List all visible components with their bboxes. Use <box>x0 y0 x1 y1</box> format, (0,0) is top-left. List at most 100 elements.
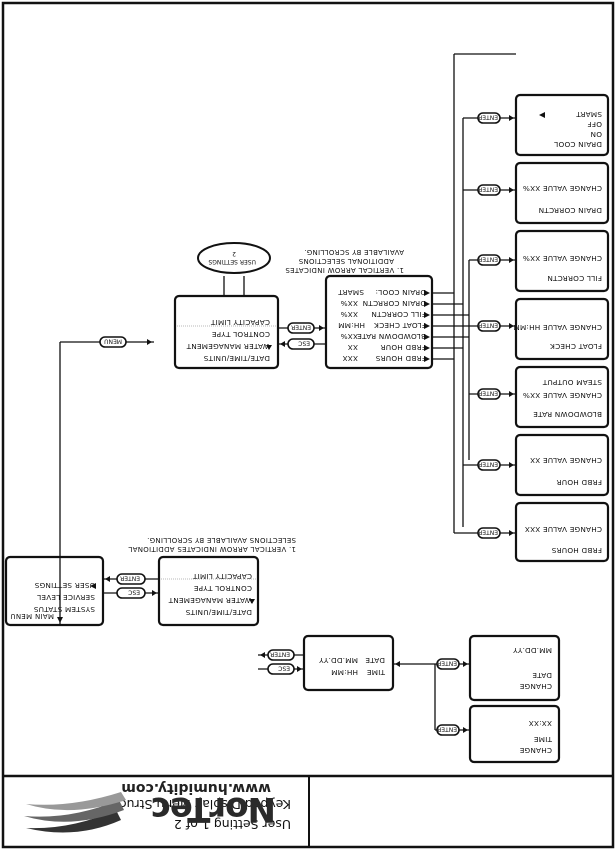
wm-value-blowdown-rate: XX% <box>340 332 358 341</box>
header: User Setting 1 of 2 Keypad Display Menu … <box>3 774 613 847</box>
svg-text:ENTER: ENTER <box>437 726 457 733</box>
user-settings-item-water-management: WATER MANAGEMENT <box>168 596 252 605</box>
header-title: User Setting 1 of 2 <box>174 817 291 832</box>
enter-button[interactable]: ENTER <box>477 184 501 196</box>
svg-text:FRBD HOUR: FRBD HOUR <box>556 478 602 487</box>
svg-text:USER SETTINGS: USER SETTINGS <box>208 258 256 265</box>
svg-text:ENTER: ENTER <box>478 390 498 397</box>
change-date-box: CHANGE DATE MM.DD.YY <box>468 634 561 702</box>
svg-text:ESC: ESC <box>298 340 310 347</box>
arrow-right-icon <box>395 661 400 667</box>
enter-button[interactable]: ENTER <box>477 254 501 266</box>
svg-text:ENTER: ENTER <box>437 660 457 667</box>
enter-button[interactable]: ENTER <box>436 658 460 670</box>
user-settings-2-item-water-management: WATER MANAGEMENT <box>186 342 270 351</box>
wm-value-drain-cool: SMART <box>338 288 364 297</box>
svg-text:CHANGE VALUE XX%: CHANGE VALUE XX% <box>523 184 602 193</box>
svg-text:ENTER: ENTER <box>478 114 498 121</box>
wm-note-3: AVAILABLE BY SCROLLING. <box>304 248 404 256</box>
svg-text:ESC: ESC <box>278 665 290 672</box>
wm-value-frbd-hour: XX <box>348 343 358 352</box>
wm-item-blowdown-rate: BLOWDOWN RATE <box>357 332 426 341</box>
user-settings-2-box: DATE/TIME/UNITS WATER MANAGEMENT CONTROL… <box>173 294 280 370</box>
swoosh-logo-icon <box>24 792 126 833</box>
arrow-left-icon <box>319 325 324 331</box>
svg-text:CHANGE VALUE HH:MM: CHANGE VALUE HH:MM <box>513 323 602 332</box>
scroll-arrow-icon <box>266 345 272 350</box>
enter-button[interactable]: ENTER <box>436 724 460 736</box>
header-subtitle: Keypad Display Menu Structure <box>94 797 291 812</box>
water-management-box: FRBD HOURS XXX FRBD HOUR XX BLOWDOWN RAT… <box>324 274 434 370</box>
arrow-right-icon <box>280 341 285 347</box>
menu-button[interactable]: MENU <box>99 336 127 348</box>
enter-button[interactable]: ENTER <box>287 322 315 334</box>
svg-text:CHANGE VALUE XX%: CHANGE VALUE XX% <box>523 391 602 400</box>
svg-text:DRAIN COOL: DRAIN COOL <box>553 140 602 149</box>
arrow-left-icon <box>463 727 468 733</box>
svg-text:FILL CORRCTN: FILL CORRCTN <box>547 274 602 283</box>
svg-text:ENTER: ENTER <box>478 186 498 193</box>
svg-text:OFF: OFF <box>587 120 602 129</box>
option-box-float-check: FLOAT CHECK CHANGE VALUE HH:MM <box>513 297 610 361</box>
wm-item-drain-corrctn: DRAIN CORRCTN <box>362 299 426 308</box>
svg-text:CHANGE VALUE XX: CHANGE VALUE XX <box>530 456 602 465</box>
esc-button[interactable]: ESC <box>116 587 146 599</box>
arrow-right-icon <box>260 652 265 658</box>
option-box-drain-corrctn: DRAIN CORRCTN CHANGE VALUE XX% <box>514 161 610 225</box>
date-time-box: TIME HH:MM DATE MM.DD.YY <box>302 634 395 692</box>
wm-value-fill-corrctn: XX% <box>340 310 358 319</box>
arrow-left-icon <box>463 661 468 667</box>
enter-button[interactable]: ENTER <box>116 573 146 585</box>
wm-item-frbd-hours: FRBD HOURS <box>375 354 426 363</box>
arrow-down-icon <box>57 617 63 623</box>
wm-value-frbd-hours: XXX <box>342 354 358 363</box>
change-date-label: CHANGE <box>519 682 552 691</box>
user-settings-item-control-type: CONTROL TYPE <box>194 584 252 593</box>
enter-button[interactable]: ENTER <box>267 649 295 661</box>
wm-item-float-check: FLOAT CHECK <box>374 321 426 330</box>
wm-item-fill-corrctn: FILL CORRCTN <box>371 310 426 319</box>
wm-note-1: 1. VERTICAL ARROW INDICATES <box>285 266 404 274</box>
selection-arrow-icon <box>90 583 96 589</box>
change-time-field: TIME <box>533 735 553 744</box>
esc-button[interactable]: ESC <box>267 663 295 675</box>
enter-button[interactable]: ENTER <box>477 459 501 471</box>
main-menu-item-user-settings: USER SETTINGS <box>34 581 95 590</box>
svg-text:2: 2 <box>232 250 236 257</box>
enter-button[interactable]: ENTER <box>477 112 501 124</box>
change-time-value: XX:XX <box>529 719 552 728</box>
brand-url: www.humidity.com <box>121 780 271 796</box>
svg-text:ENTER: ENTER <box>478 256 498 263</box>
change-date-field: DATE <box>532 671 552 680</box>
svg-text:ON: ON <box>590 130 602 139</box>
esc-button[interactable]: ESC <box>287 338 315 350</box>
option-box-frbd-hours: FRBD HOURS CHANGE VALUE XXX <box>514 501 610 563</box>
wm-item-frbd-hour: FRBD HOUR <box>380 343 426 352</box>
arrow-left-icon <box>152 590 157 596</box>
scroll-arrow-icon <box>249 599 255 604</box>
svg-text:CHANGE VALUE XX%: CHANGE VALUE XX% <box>523 254 602 263</box>
user-settings-note-1: 1. VERTICAL ARROW INDICATES ADDITIONAL <box>128 545 296 553</box>
svg-text:ESC: ESC <box>128 589 140 596</box>
svg-text:ENTER: ENTER <box>291 324 311 331</box>
arrow-left-icon <box>297 666 302 672</box>
svg-text:ENTER: ENTER <box>478 322 498 329</box>
enter-button[interactable]: ENTER <box>477 388 501 400</box>
option-box-fill-corrctn: FILL CORRCTN CHANGE VALUE XX% <box>514 229 610 293</box>
date-time-item-date: DATE <box>365 656 385 665</box>
selection-arrow-icon <box>539 112 545 118</box>
enter-button[interactable]: ENTER <box>477 320 501 332</box>
option-box-blowdown-rate: BLOWDOWN RATE CHANGE VALUE XX% STEAM OUT… <box>514 365 610 429</box>
svg-text:ENTER: ENTER <box>120 575 140 582</box>
brand-logo: NorTec <box>152 789 276 829</box>
wm-note-2: ADDITIONAL SELECTIONS <box>298 257 394 265</box>
main-menu-item-service-level: SERVICE LEVEL <box>36 593 95 602</box>
main-menu-caption: MAIN MENU <box>10 612 54 620</box>
option-box-frbd-hour: FRBD HOUR CHANGE VALUE XX <box>514 433 610 497</box>
svg-text:FLOAT CHECK: FLOAT CHECK <box>550 342 602 351</box>
svg-text:CHANGE VALUE XXX: CHANGE VALUE XXX <box>525 525 602 534</box>
arrow-right-icon <box>105 576 110 582</box>
enter-button[interactable]: ENTER <box>477 527 501 539</box>
